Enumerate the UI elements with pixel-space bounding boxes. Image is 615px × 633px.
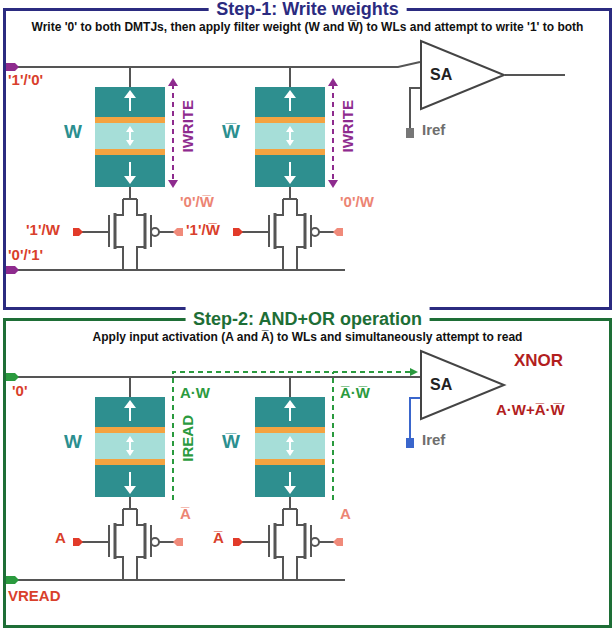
signal-label: IWRITE [340,100,357,153]
signal-label: W̅ [222,432,240,453]
signal-label: IWRITE [180,100,197,153]
signal-label: IREAD [180,415,197,462]
signal-label: W [64,122,82,143]
signal-label: Iref [422,432,445,449]
signal-label: A̅ [213,530,224,547]
panel-subtitle: Write '0' to both DMTJs, then apply filt… [6,11,609,34]
step-panel: Step-1: Write weightsWrite '0' to both D… [3,8,612,310]
signal-label: VREAD [8,588,61,605]
sense-amplifier: SA [420,350,505,420]
read-circuit [3,368,420,584]
signal-label: W̅ [222,122,240,143]
signal-label: A̅·W̅ [340,385,370,402]
sa-label: SA [430,40,452,110]
signal-label: '1'/'0' [8,72,43,89]
signal-label: '1'/W̅ [186,222,220,239]
panel-title: Step-1: Write weights [208,0,407,21]
signal-label: Iref [422,122,445,139]
write-circuit [3,62,565,274]
sense-amplifier: SA [420,40,505,110]
signal-label: XNOR [514,352,563,371]
panel-subtitle: Apply input activation (A and A̅) to WLs… [6,321,609,344]
signal-label: '0' [12,383,27,400]
signal-label: A [55,530,66,547]
signal-label: '0'/W [340,194,374,211]
panel-title: Step-2: AND+OR operation [185,307,430,331]
sa-label: SA [430,350,452,420]
signal-label: '0'/W̅ [180,194,214,211]
signal-label: A·W+A̅·W̅ [496,402,565,419]
signal-label: A̅ [180,506,191,523]
signal-label: A·W [180,385,210,402]
signal-label: A [340,506,351,523]
signal-label: W [64,432,82,453]
signal-label: '0'/'1' [8,247,43,264]
signal-label: '1'/W [26,222,60,239]
